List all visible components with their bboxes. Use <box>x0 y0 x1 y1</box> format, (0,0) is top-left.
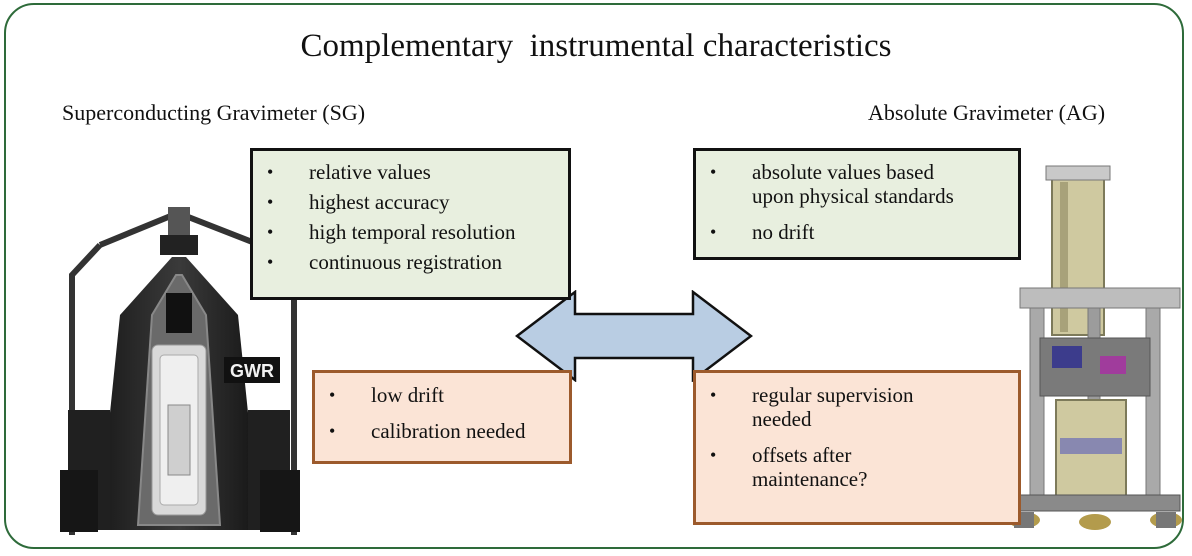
list-item: •highest accuracy <box>267 190 450 214</box>
ag-limitations-box: •regular supervision needed •offsets aft… <box>693 370 1021 525</box>
slide-frame <box>4 3 1184 549</box>
ag-heading: Absolute Gravimeter (AG) <box>868 100 1106 125</box>
bullet: • <box>267 192 274 212</box>
list-item: •offsets after maintenance? <box>710 443 868 491</box>
list-item: •regular supervision needed <box>710 383 914 431</box>
bullet: • <box>710 162 717 182</box>
list-item: •low drift <box>329 383 444 407</box>
superconducting-gravimeter-image: GWR <box>60 207 300 535</box>
list-item: •continuous registration <box>267 250 503 274</box>
bullet: • <box>329 421 336 441</box>
bullet: • <box>710 222 717 242</box>
sg-strengths-box: •relative values •highest accuracy •high… <box>250 148 571 300</box>
list-item: •high temporal resolution <box>267 220 516 244</box>
list-item: •relative values <box>267 160 431 184</box>
list-item: •no drift <box>710 220 815 244</box>
double-arrow <box>515 290 753 382</box>
slide-title: Complementary instrumental characteristi… <box>300 28 892 64</box>
bullet: • <box>267 162 274 182</box>
sg-heading: Superconducting Gravimeter (SG) <box>62 100 366 125</box>
bullet: • <box>329 385 336 405</box>
bullet: • <box>710 385 717 405</box>
sg-limitations-box: •low drift •calibration needed <box>312 370 572 464</box>
list-item: •calibration needed <box>329 419 526 443</box>
absolute-gravimeter-image <box>1008 165 1182 530</box>
gwr-logo: GWR <box>230 361 274 381</box>
ag-strengths-box: •absolute values based upon physical sta… <box>693 148 1021 260</box>
list-item: •absolute values based upon physical sta… <box>710 160 954 208</box>
bullet: • <box>710 445 717 465</box>
bullet: • <box>267 252 274 272</box>
bullet: • <box>267 222 274 242</box>
